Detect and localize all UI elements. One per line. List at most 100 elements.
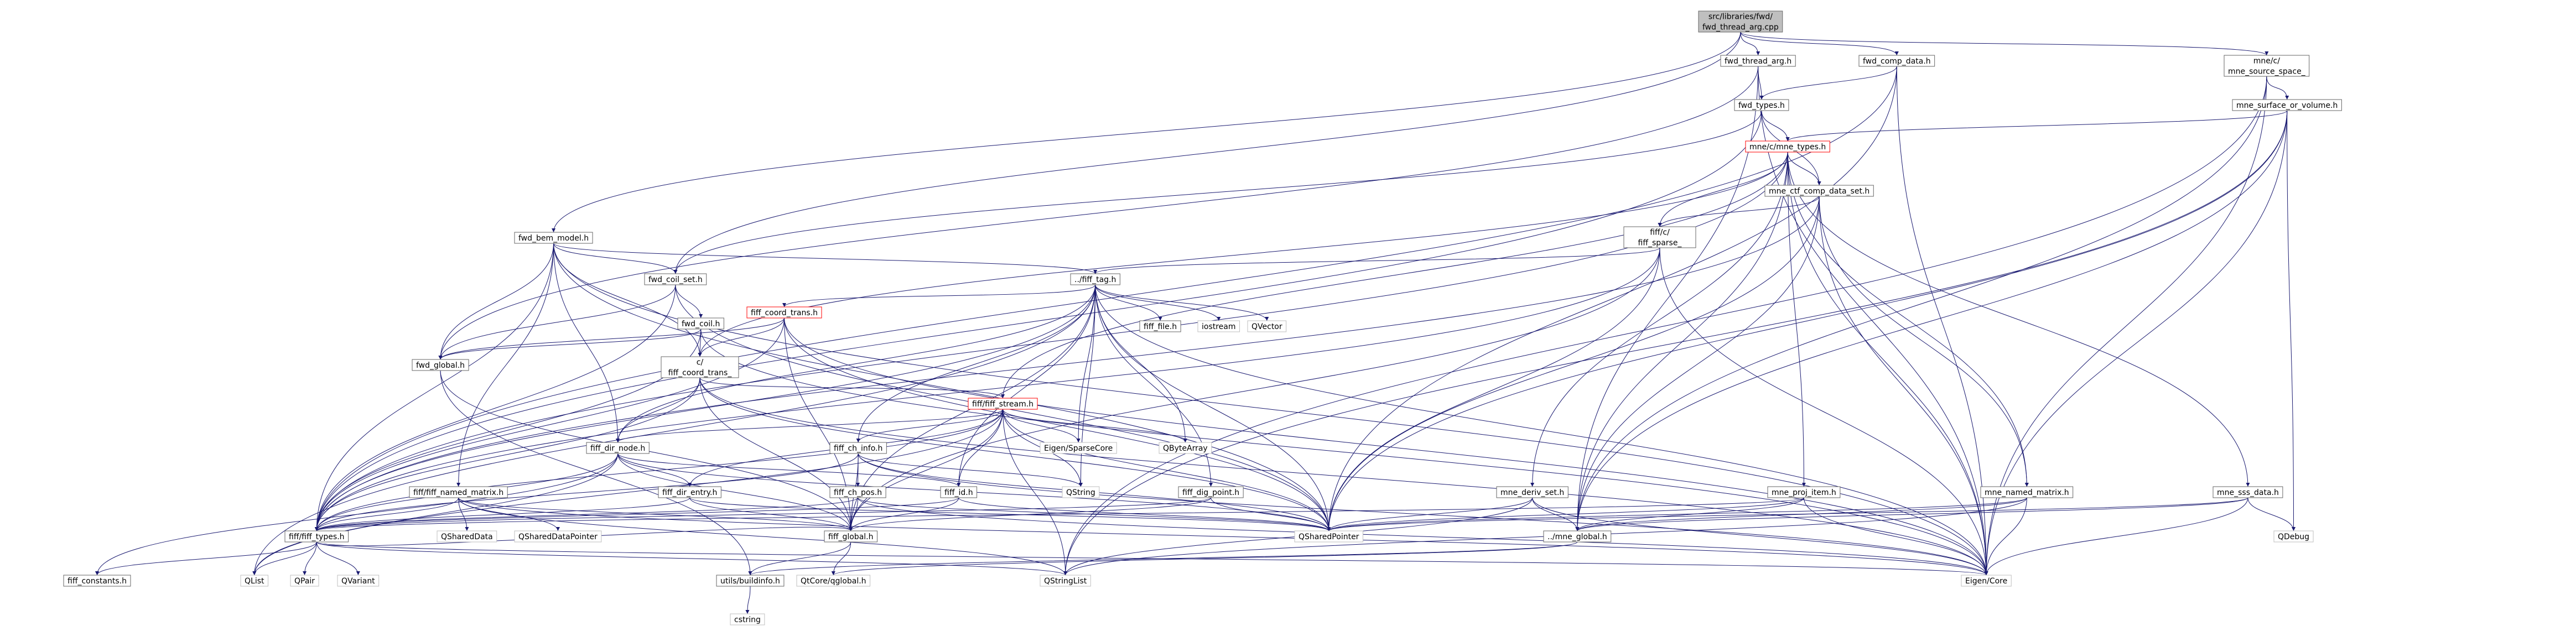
edge-fiff-tag-to-fiff-ch-info	[856, 284, 1096, 443]
edge-root-to-fwd-coil-set	[673, 32, 1741, 274]
node-mne-sss-data[interactable]: mne_sss_data.h	[2213, 486, 2283, 498]
node-fiff-dig-point[interactable]: fiff_dig_point.h	[1178, 486, 1244, 498]
node-box	[829, 486, 886, 498]
node-box	[63, 575, 131, 587]
node-fiff-constants[interactable]: fiff_constants.h	[63, 575, 131, 587]
node-fiff-id[interactable]: fiff_id.h	[940, 486, 978, 498]
node-box	[284, 530, 349, 543]
node-label: fiff_dig_point.h	[1182, 488, 1239, 497]
node-mne-ctf-comp-data-set[interactable]: mne_ctf_comp_data_set.h	[1764, 185, 1874, 197]
edge-mne-source-space-old-to-mne-surface-or-volume	[2266, 76, 2289, 100]
node-label: Eigen/SparseCore	[1044, 444, 1113, 453]
edge-mne-deriv-set-to-EigenCore	[1532, 497, 1988, 576]
node-fiff-ch-pos[interactable]: fiff_ch_pos.h	[829, 486, 886, 498]
edge-fiff-coord-trans-old-to-fiff-global	[699, 377, 853, 531]
node-fiff-coord-trans-old[interactable]: c/fiff_coord_trans_	[661, 356, 739, 378]
edge-fiff-tag-to-EigenCore	[1095, 284, 1988, 576]
node-label: utils/buildinfo.h	[720, 577, 780, 586]
node-fwd-types[interactable]: fwd_types.h	[1734, 99, 1789, 111]
node-box	[1961, 575, 2012, 587]
edge-fiff-coord-trans-old-to-QSharedPointer	[699, 377, 1331, 531]
edge-mne-ctf-comp-data-set-to-mne-global	[1575, 196, 1820, 531]
node-fiff-dir-node[interactable]: fiff_dir_node.h	[586, 442, 650, 454]
node-fiff-global[interactable]: fiff_global.h	[824, 530, 877, 543]
node-label: mne_ctf_comp_data_set.h	[1769, 187, 1869, 196]
node-fiff-types[interactable]: fiff/fiff_types.h	[284, 530, 349, 543]
edge-mne-types-to-mne-deriv-set	[1530, 152, 1788, 487]
node-mne-proj-item[interactable]: mne_proj_item.h	[1767, 486, 1841, 498]
node-cstring: cstring	[730, 613, 765, 625]
graph-edges	[95, 32, 2296, 614]
node-mne-deriv-set[interactable]: mne_deriv_set.h	[1496, 486, 1569, 498]
node-QList: QList	[240, 575, 268, 587]
node-fiff-ch-info[interactable]: fiff_ch_info.h	[829, 442, 887, 454]
edge-fiff-dir-entry-to-QSharedPointer	[689, 497, 1331, 531]
node-label: fiff_dir_node.h	[590, 444, 645, 453]
edge-mne-source-space-old-to-QStringList	[1063, 76, 2267, 576]
edge-fwd-global-to-buildinfo	[440, 370, 752, 576]
edge-fwd-bem-model-to-fiff-tag	[553, 243, 1097, 274]
edge-mne-deriv-set-to-mne-global	[1532, 497, 1580, 531]
node-mne-source-space-old[interactable]: mne/c/mne_source_space_	[2224, 55, 2310, 77]
node-label: QtCore/qglobal.h	[801, 577, 866, 586]
edge-root-to-fwd-thread-arg	[1740, 32, 1760, 56]
node-label: mne_surface_or_volume.h	[2236, 101, 2338, 110]
node-box	[1040, 575, 1091, 587]
edge-mne-surface-or-volume-to-QStringList	[1063, 110, 2288, 576]
node-fiff-coord-trans[interactable]: fiff_coord_trans.h	[746, 306, 822, 319]
edge-fwd-comp-data-to-fiff-types	[314, 66, 1897, 531]
node-buildinfo[interactable]: utils/buildinfo.h	[716, 575, 785, 587]
edge-mne-proj-item-to-mne-global	[1575, 497, 1804, 531]
edge-mne-ctf-comp-data-set-to-mne-named-matrix	[1819, 196, 2029, 487]
node-box	[1767, 486, 1841, 498]
edge-fiff-stream-to-fiff-id	[957, 409, 1004, 487]
node-mne-surface-or-volume[interactable]: mne_surface_or_volume.h	[2232, 99, 2342, 111]
node-fwd-thread-arg[interactable]: fwd_thread_arg.h	[1720, 55, 1796, 67]
node-QVector: QVector	[1247, 320, 1287, 332]
node-fiff-sparse-matrix[interactable]: fiff/c/fiff_sparse_	[1623, 226, 1696, 248]
edge-fiff-sparse-matrix-to-fiff-types	[314, 247, 1660, 531]
edge-mne-ctf-comp-data-set-to-fiff-sparse-matrix	[1658, 196, 1820, 227]
node-box	[2213, 486, 2283, 498]
edge-fiff-types-to-QVariant	[316, 541, 360, 576]
edge-mne-surface-or-volume-to-QDebug	[2287, 110, 2296, 531]
node-label: fiff_constants.h	[67, 577, 127, 586]
edge-fiff-coord-trans-old-to-fiff-stream	[699, 377, 1005, 399]
node-fiff-stream[interactable]: fiff/fiff_stream.h	[968, 398, 1038, 410]
node-fwd-coil-set[interactable]: fwd_coil_set.h	[644, 273, 707, 285]
node-fiff-dir-entry[interactable]: fiff_dir_entry.h	[658, 486, 721, 498]
node-fiff-named-matrix[interactable]: fiff/fiff_named_matrix.h	[409, 486, 508, 498]
node-label: mne/c/mne_types.h	[1749, 143, 1826, 152]
edge-fwd-coil-set-to-fwd-global	[438, 284, 676, 360]
node-box	[240, 575, 268, 587]
node-box	[730, 613, 765, 625]
node-mne-named-matrix[interactable]: mne_named_matrix.h	[1980, 486, 2074, 498]
node-mne-global[interactable]: ../mne_global.h	[1543, 530, 1612, 543]
node-mne-types[interactable]: mne/c/mne_types.h	[1745, 140, 1830, 153]
edge-fiff-id-to-fiff-global	[849, 497, 959, 531]
node-box	[1178, 486, 1244, 498]
node-fwd-bem-model[interactable]: fwd_bem_model.h	[514, 232, 593, 244]
node-fiff-tag[interactable]: ../fiff_tag.h	[1070, 273, 1120, 285]
node-box	[1734, 99, 1789, 111]
node-EigenSparseCore: Eigen/SparseCore	[1040, 442, 1117, 454]
node-box	[1745, 140, 1830, 153]
node-fwd-global[interactable]: fwd_global.h	[412, 359, 469, 371]
node-label: QPair	[294, 577, 315, 586]
edge-fiff-tag-to-QSharedPointer	[1095, 284, 1331, 531]
edge-fiff-stream-to-QStringList	[1003, 409, 1068, 576]
node-fwd-comp-data[interactable]: fwd_comp_data.h	[1858, 55, 1935, 67]
edge-mne-source-space-old-to-EigenCore	[1984, 76, 2267, 576]
node-label: src/libraries/fwd/	[1708, 13, 1773, 22]
node-fiff-file[interactable]: fiff_file.h	[1139, 320, 1181, 332]
node-box	[2232, 99, 2342, 111]
edge-fiff-types-to-fiff-constants	[95, 541, 317, 576]
node-root[interactable]: src/libraries/fwd/fwd_thread_arg.cpp	[1698, 11, 1783, 33]
edge-fiff-tag-to-iostream	[1095, 284, 1221, 321]
node-fwd-coil[interactable]: fwd_coil.h	[677, 317, 724, 330]
node-label: ../fiff_tag.h	[1074, 275, 1116, 284]
node-label: fwd_types.h	[1738, 101, 1785, 110]
node-QByteArray: QByteArray	[1159, 442, 1212, 454]
node-box	[412, 359, 469, 371]
edge-mne-types-to-EigenCore	[1787, 152, 1988, 576]
